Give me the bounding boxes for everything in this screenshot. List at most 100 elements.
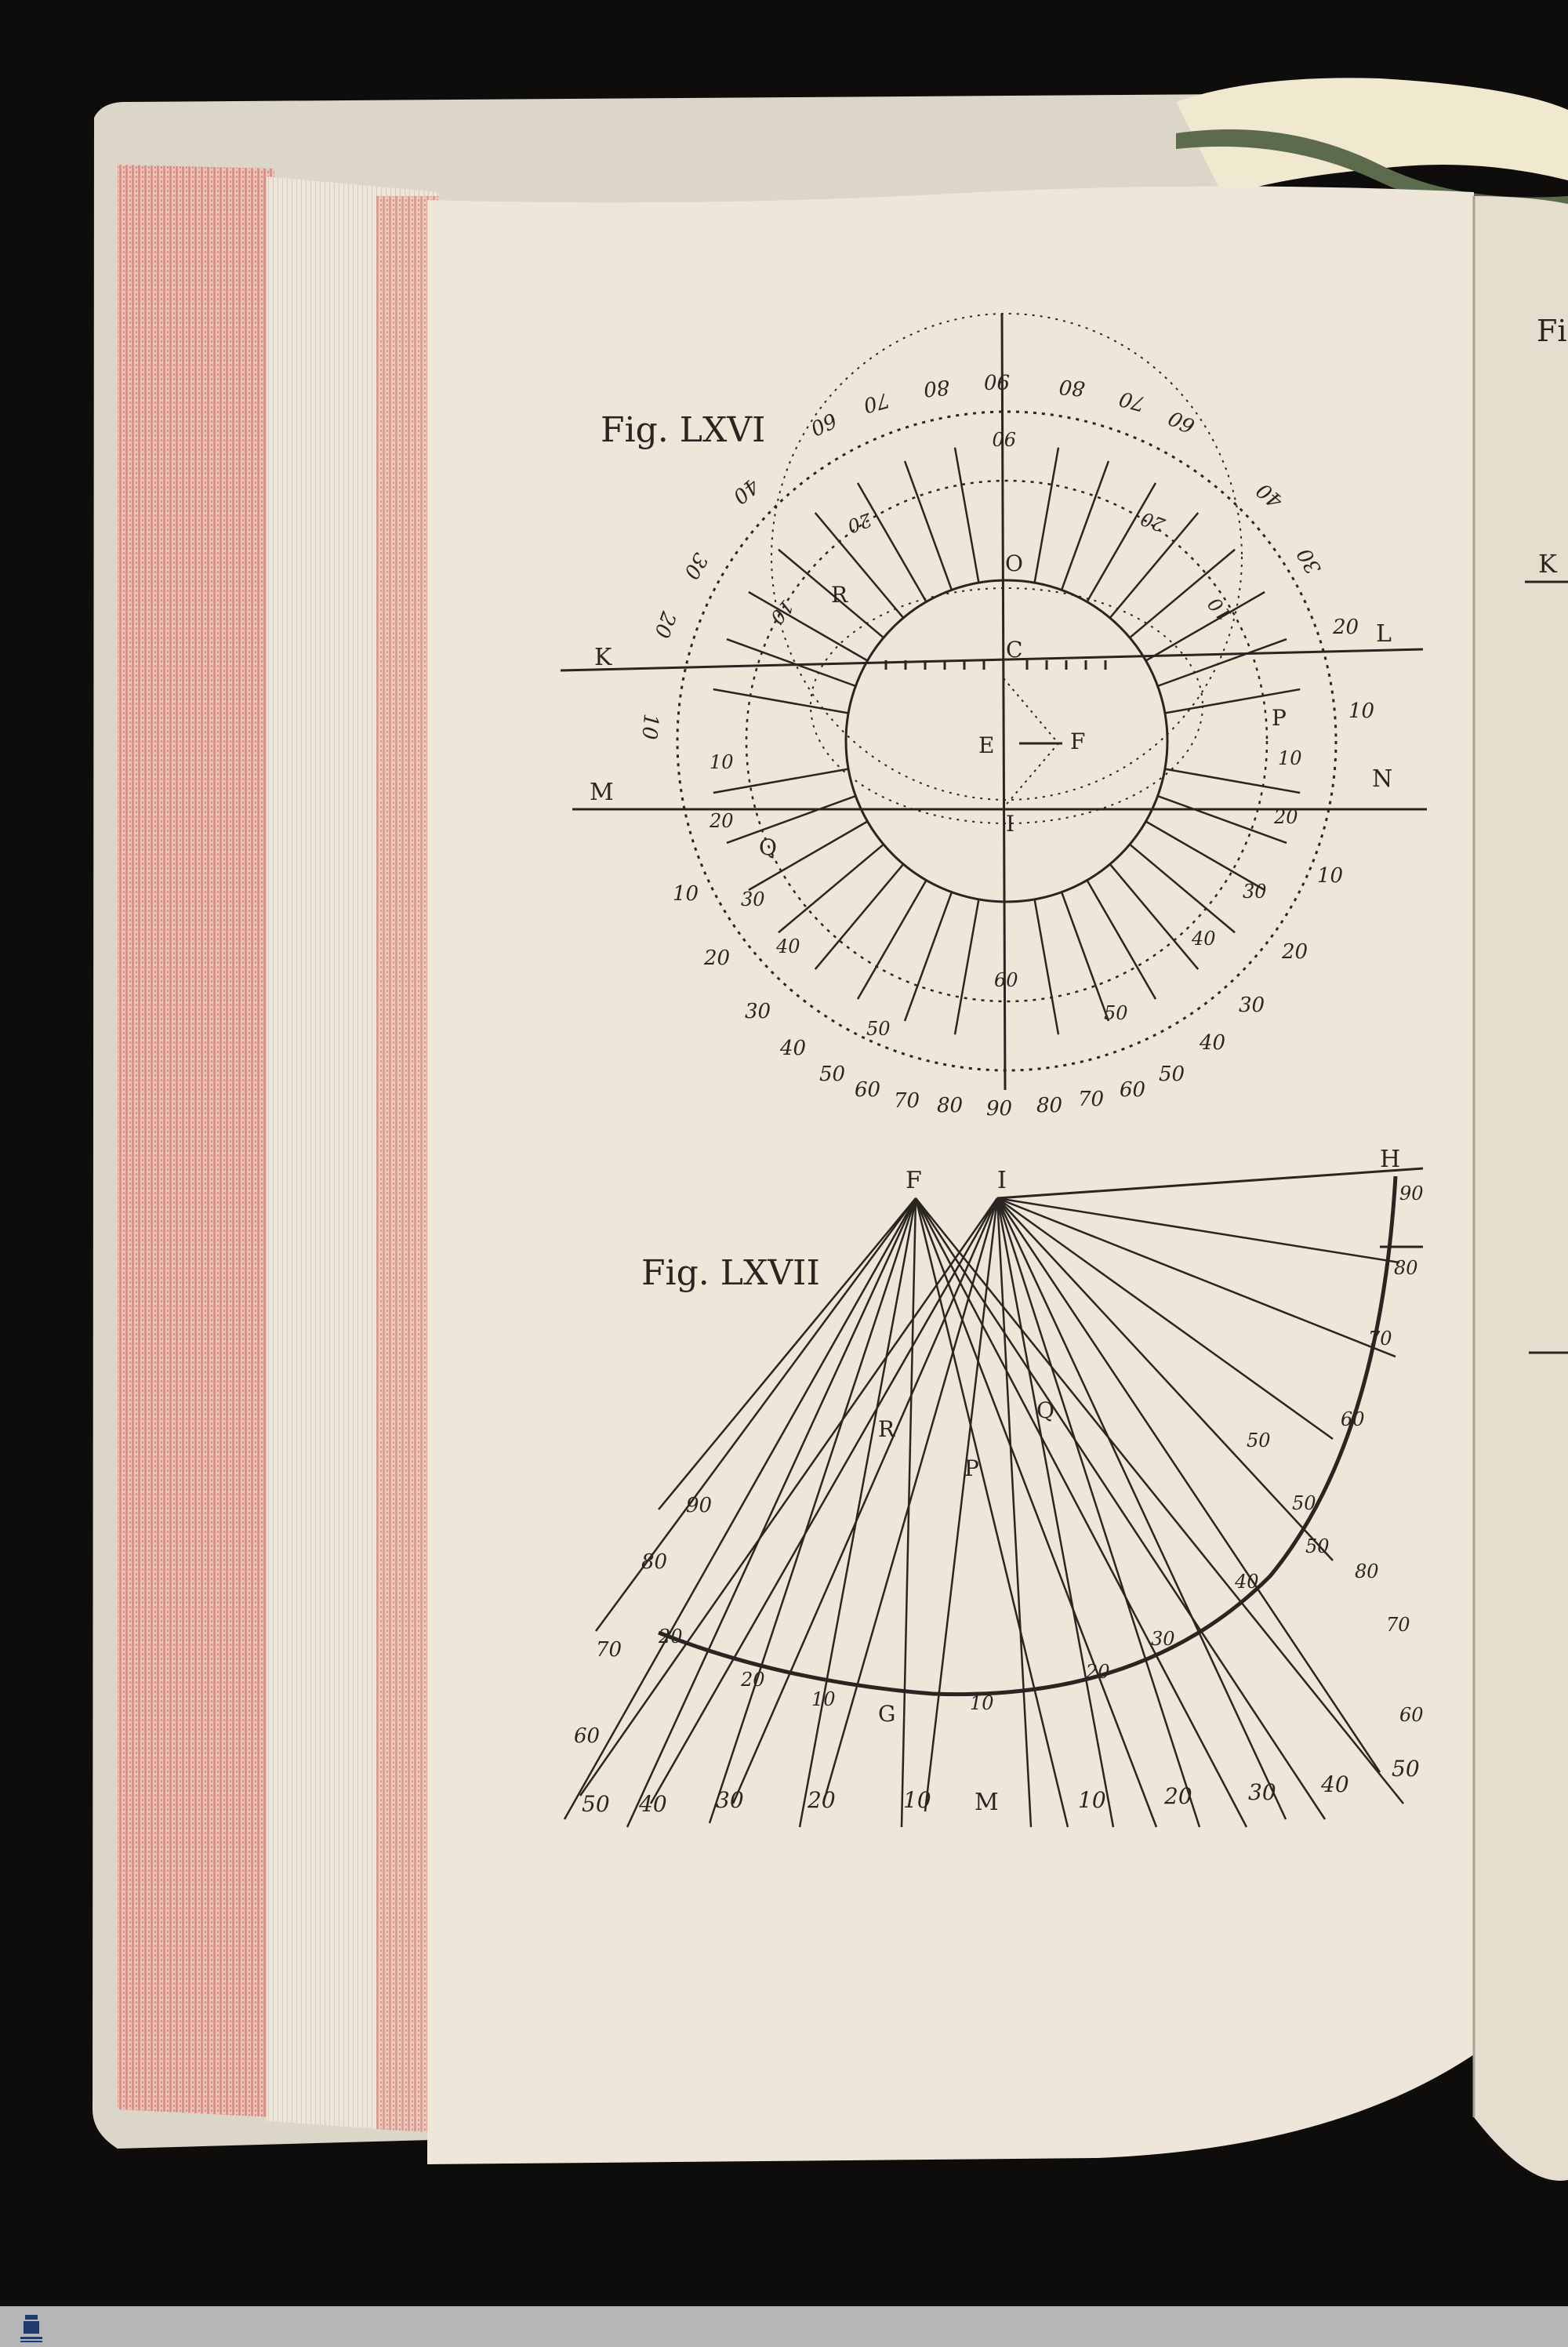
fig66-ray — [726, 794, 856, 845]
fig66-bottom-degree-labels: 90 80 80 70 70 60 60 50 50 40 40 30 30 2… — [673, 747, 1343, 1121]
svg-text:90: 90 — [986, 1097, 1012, 1121]
bookmark-ribbon — [1176, 129, 1568, 213]
fig67-ray — [579, 1197, 999, 1797]
svg-text:50: 50 — [819, 1063, 845, 1086]
fig66-ray — [953, 447, 980, 583]
svg-text:20: 20 — [807, 1787, 836, 1813]
fig66-ray — [856, 879, 927, 1000]
fig67-ray — [658, 1197, 916, 1510]
svg-text:20: 20 — [703, 946, 730, 970]
figure-66: Fig. LXVI K L M N C — [560, 313, 1427, 1121]
fig66-ray — [1164, 768, 1301, 794]
fig67-point-p: P — [964, 1455, 979, 1481]
svg-text:40: 40 — [638, 1791, 667, 1817]
svg-text:40: 40 — [1320, 1771, 1349, 1797]
fig67-point-i: I — [997, 1167, 1007, 1194]
svg-text:90: 90 — [686, 1494, 712, 1517]
fig66-ray — [1109, 863, 1200, 970]
fig66-ray — [856, 482, 927, 603]
fig67-ray — [708, 1197, 917, 1824]
viewer-footer-bar — [0, 2306, 1568, 2347]
fig67-point-g: G — [878, 1701, 895, 1727]
svg-text:10: 10 — [903, 1787, 931, 1813]
svg-text:30: 30 — [745, 1000, 771, 1023]
svg-text:40: 40 — [775, 936, 800, 957]
fig66-ellipse-a — [771, 313, 1243, 801]
svg-text:10: 10 — [1348, 699, 1374, 723]
svg-text:90: 90 — [984, 369, 1010, 393]
fig67-point-m: M — [975, 1789, 999, 1816]
page-edge-red — [118, 165, 274, 2117]
fig67-point-f: F — [906, 1167, 922, 1194]
left-page — [427, 186, 1474, 2164]
svg-text:20: 20 — [1281, 940, 1308, 964]
fig66-point-m: M — [590, 779, 614, 806]
svg-text:40: 40 — [779, 1037, 806, 1060]
svg-text:20: 20 — [709, 810, 734, 832]
fig67-ray — [996, 1197, 1287, 1820]
svg-text:10: 10 — [970, 1692, 994, 1714]
svg-text:30: 30 — [716, 1787, 744, 1813]
fig66-point-p: P — [1272, 705, 1287, 731]
fig67-title: Fig. LXVII — [641, 1253, 820, 1293]
fig67-ray — [915, 1197, 1404, 1804]
library-logo-icon — [20, 2315, 42, 2342]
svg-text:70: 70 — [596, 1638, 622, 1662]
fig66-ray — [1157, 794, 1287, 845]
svg-text:70: 70 — [1386, 1614, 1410, 1636]
fig66-ray — [1033, 447, 1060, 583]
fig66-vertical-axis — [1000, 313, 1007, 1091]
svg-text:10: 10 — [1278, 747, 1302, 769]
fig67-point-h: H — [1380, 1146, 1400, 1173]
fig66-ray — [748, 820, 869, 892]
fig66-radial-lines — [713, 447, 1301, 1035]
fig66-ray — [778, 843, 884, 934]
svg-text:60: 60 — [1120, 1078, 1145, 1102]
svg-text:50: 50 — [1392, 1756, 1420, 1782]
fig67-main-arc — [658, 1175, 1398, 1697]
fig66-ray — [1109, 512, 1200, 619]
fig66-ray — [1033, 899, 1060, 1035]
svg-text:60: 60 — [994, 969, 1018, 991]
fig66-ray — [778, 548, 884, 639]
svg-text:80: 80 — [1058, 374, 1087, 400]
fig66-point-f: F — [1070, 728, 1085, 754]
svg-text:60: 60 — [1399, 1704, 1424, 1726]
svg-text:50: 50 — [1247, 1430, 1271, 1451]
svg-text:80: 80 — [923, 375, 951, 401]
fig67-ray — [914, 1197, 1248, 1828]
svg-text:10: 10 — [1078, 1787, 1106, 1813]
svg-text:10: 10 — [637, 713, 662, 741]
svg-text:10: 10 — [710, 751, 734, 773]
fig66-point-q: Q — [759, 834, 777, 860]
fig66-ray — [1145, 590, 1265, 662]
fig67-ray — [996, 1197, 1400, 1264]
fig67-ray — [914, 1197, 1327, 1820]
fig67-ray — [731, 1197, 999, 1804]
svg-text:50: 50 — [582, 1791, 610, 1817]
svg-text:10: 10 — [811, 1688, 836, 1710]
fig66-ray — [1129, 843, 1236, 934]
svg-text:20: 20 — [1085, 1661, 1110, 1683]
svg-text:30: 30 — [1243, 881, 1267, 903]
svg-text:60: 60 — [574, 1724, 600, 1748]
svg-text:70: 70 — [1368, 1328, 1392, 1350]
svg-text:90: 90 — [992, 427, 1016, 449]
fig66-inner-circle — [844, 579, 1169, 903]
fig66-ray — [1164, 688, 1301, 714]
fig67-ray — [626, 1197, 917, 1828]
fig67-ray — [563, 1197, 917, 1820]
svg-text:40: 40 — [1191, 928, 1216, 950]
fig66-ticks — [884, 660, 1107, 670]
fig67-radial-lines — [563, 1197, 1404, 1828]
fig67-ray — [594, 1197, 917, 1632]
svg-text:20: 20 — [1273, 806, 1298, 828]
fig66-ray — [814, 512, 905, 619]
fig66-ray — [1086, 879, 1157, 1000]
fig66-ray — [1157, 638, 1287, 688]
fig67-ray — [996, 1197, 1396, 1358]
fig66-middle-circle — [745, 479, 1269, 1003]
svg-text:50: 50 — [1305, 1535, 1330, 1557]
svg-text:30: 30 — [1151, 1628, 1175, 1650]
